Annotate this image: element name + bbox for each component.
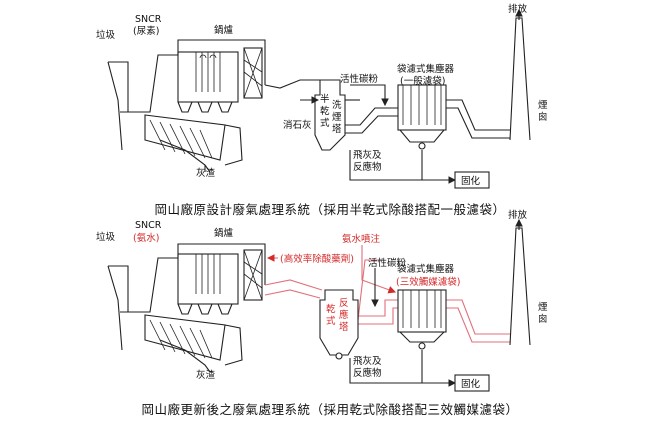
label-flyash-1b: 反應物 <box>353 161 382 173</box>
carbon-arrow-1 <box>350 84 389 107</box>
label-reactor-3: 塔 <box>339 321 349 333</box>
label-sncr-sub-1: (尿素) <box>133 25 159 37</box>
label-exhaust-1: 排放 <box>508 3 528 15</box>
chimney-2 <box>509 227 531 346</box>
label-boiler-2: 鍋爐 <box>214 227 234 239</box>
solidify-box-2 <box>454 374 490 392</box>
label-semi-3: 式 <box>320 117 330 129</box>
label-baghouse-2b: (三效觸媒濾袋) <box>396 276 460 288</box>
ammonia-arrow <box>361 245 397 294</box>
label-chimney-1b: 囪 <box>538 111 548 123</box>
label-bottom-ash-1: 灰渣 <box>196 167 216 179</box>
label-dry-2: 式 <box>326 315 336 327</box>
label-high-eff: (高效率除酸藥劑) <box>280 253 354 265</box>
new-duct-b <box>264 289 321 299</box>
label-scrub-3: 塔 <box>332 123 342 135</box>
label-reactor-1: 反 <box>339 298 349 309</box>
label-flyash-2b: 反應物 <box>353 367 382 379</box>
label-lime: 消石灰 <box>283 119 312 131</box>
new-duct-g <box>357 259 380 321</box>
new-duct-e <box>446 299 510 335</box>
new-duct-c <box>358 299 398 317</box>
flyash-line-2 <box>349 358 457 387</box>
label-scrub-1: 洗 <box>332 99 342 111</box>
label-baghouse-2a: 袋濾式集塵器 <box>397 263 455 275</box>
semi-dry-scrubber <box>314 79 360 151</box>
new-duct-d <box>358 307 398 325</box>
diagram-upgraded: 垃圾 SNCR (氨水) 鍋爐 (高效率除酸藥劑) 氨水噴注 活性碳粉 袋濾式集… <box>96 209 548 392</box>
label-garbage-1: 垃圾 <box>96 29 116 41</box>
new-duct-a <box>264 279 323 291</box>
label-ammonia-inj: 氨水噴注 <box>342 233 381 245</box>
label-sncr-2: SNCR <box>135 220 162 231</box>
label-dry-1: 乾 <box>326 303 336 315</box>
label-solidify-2: 固化 <box>461 378 481 390</box>
dry-reactor <box>319 289 359 360</box>
label-chimney-2b: 囪 <box>538 313 548 325</box>
chimney-1 <box>509 17 531 141</box>
label-bottom-ash-2: 灰渣 <box>196 369 216 381</box>
new-duct-f <box>446 307 510 343</box>
label-exhaust-2: 排放 <box>508 209 528 221</box>
label-carbon-1: 活性碳粉 <box>340 73 379 85</box>
label-reactor-2: 應 <box>339 309 349 321</box>
label-baghouse-1a: 袋濾式集塵器 <box>397 63 455 75</box>
label-baghouse-1b: (一般濾袋) <box>400 75 445 87</box>
flyash-line-1 <box>349 150 457 184</box>
incinerator-2 <box>107 243 266 373</box>
label-chimney-2a: 煙 <box>538 302 548 313</box>
label-sncr-sub-2: (氨水) <box>133 232 159 244</box>
duct-1a <box>345 107 398 126</box>
duct-1d <box>446 107 510 139</box>
label-semi-2: 乾 <box>320 105 330 117</box>
label-chimney-1a: 煙 <box>538 100 548 111</box>
label-flyash-2a: 飛灰及 <box>353 355 382 367</box>
incinerator-1 <box>107 39 266 173</box>
baghouse-2 <box>397 289 447 350</box>
label-scrub-2: 煙 <box>332 112 342 123</box>
boiler-1 <box>177 47 320 113</box>
label-solidify-1: 固化 <box>461 175 481 187</box>
boiler-2 <box>177 249 263 315</box>
caption-upgraded: 岡山廠更新後之廢氣處理系統（採用乾式除酸搭配三效觸媒濾袋） <box>141 402 519 417</box>
label-carbon-2: 活性碳粉 <box>368 257 407 269</box>
duct-1c <box>446 99 510 131</box>
label-flyash-1a: 飛灰及 <box>353 149 382 161</box>
caption-original: 岡山廠原設計廢氣處理系統（採用半乾式除酸搭配一般濾袋） <box>154 202 506 217</box>
label-semi-1: 半 <box>320 93 330 105</box>
solidify-box-1 <box>454 171 490 189</box>
label-boiler-1: 鍋爐 <box>214 24 234 36</box>
baghouse-1 <box>397 84 447 150</box>
label-garbage-2: 垃圾 <box>96 231 116 243</box>
label-sncr-1: SNCR <box>135 14 162 25</box>
diagram-original: 垃圾 SNCR (尿素) 鍋爐 活性碳粉 袋濾式集塵器 (一般濾袋) 排放 煙 … <box>96 3 548 189</box>
duct-1b <box>345 115 398 134</box>
